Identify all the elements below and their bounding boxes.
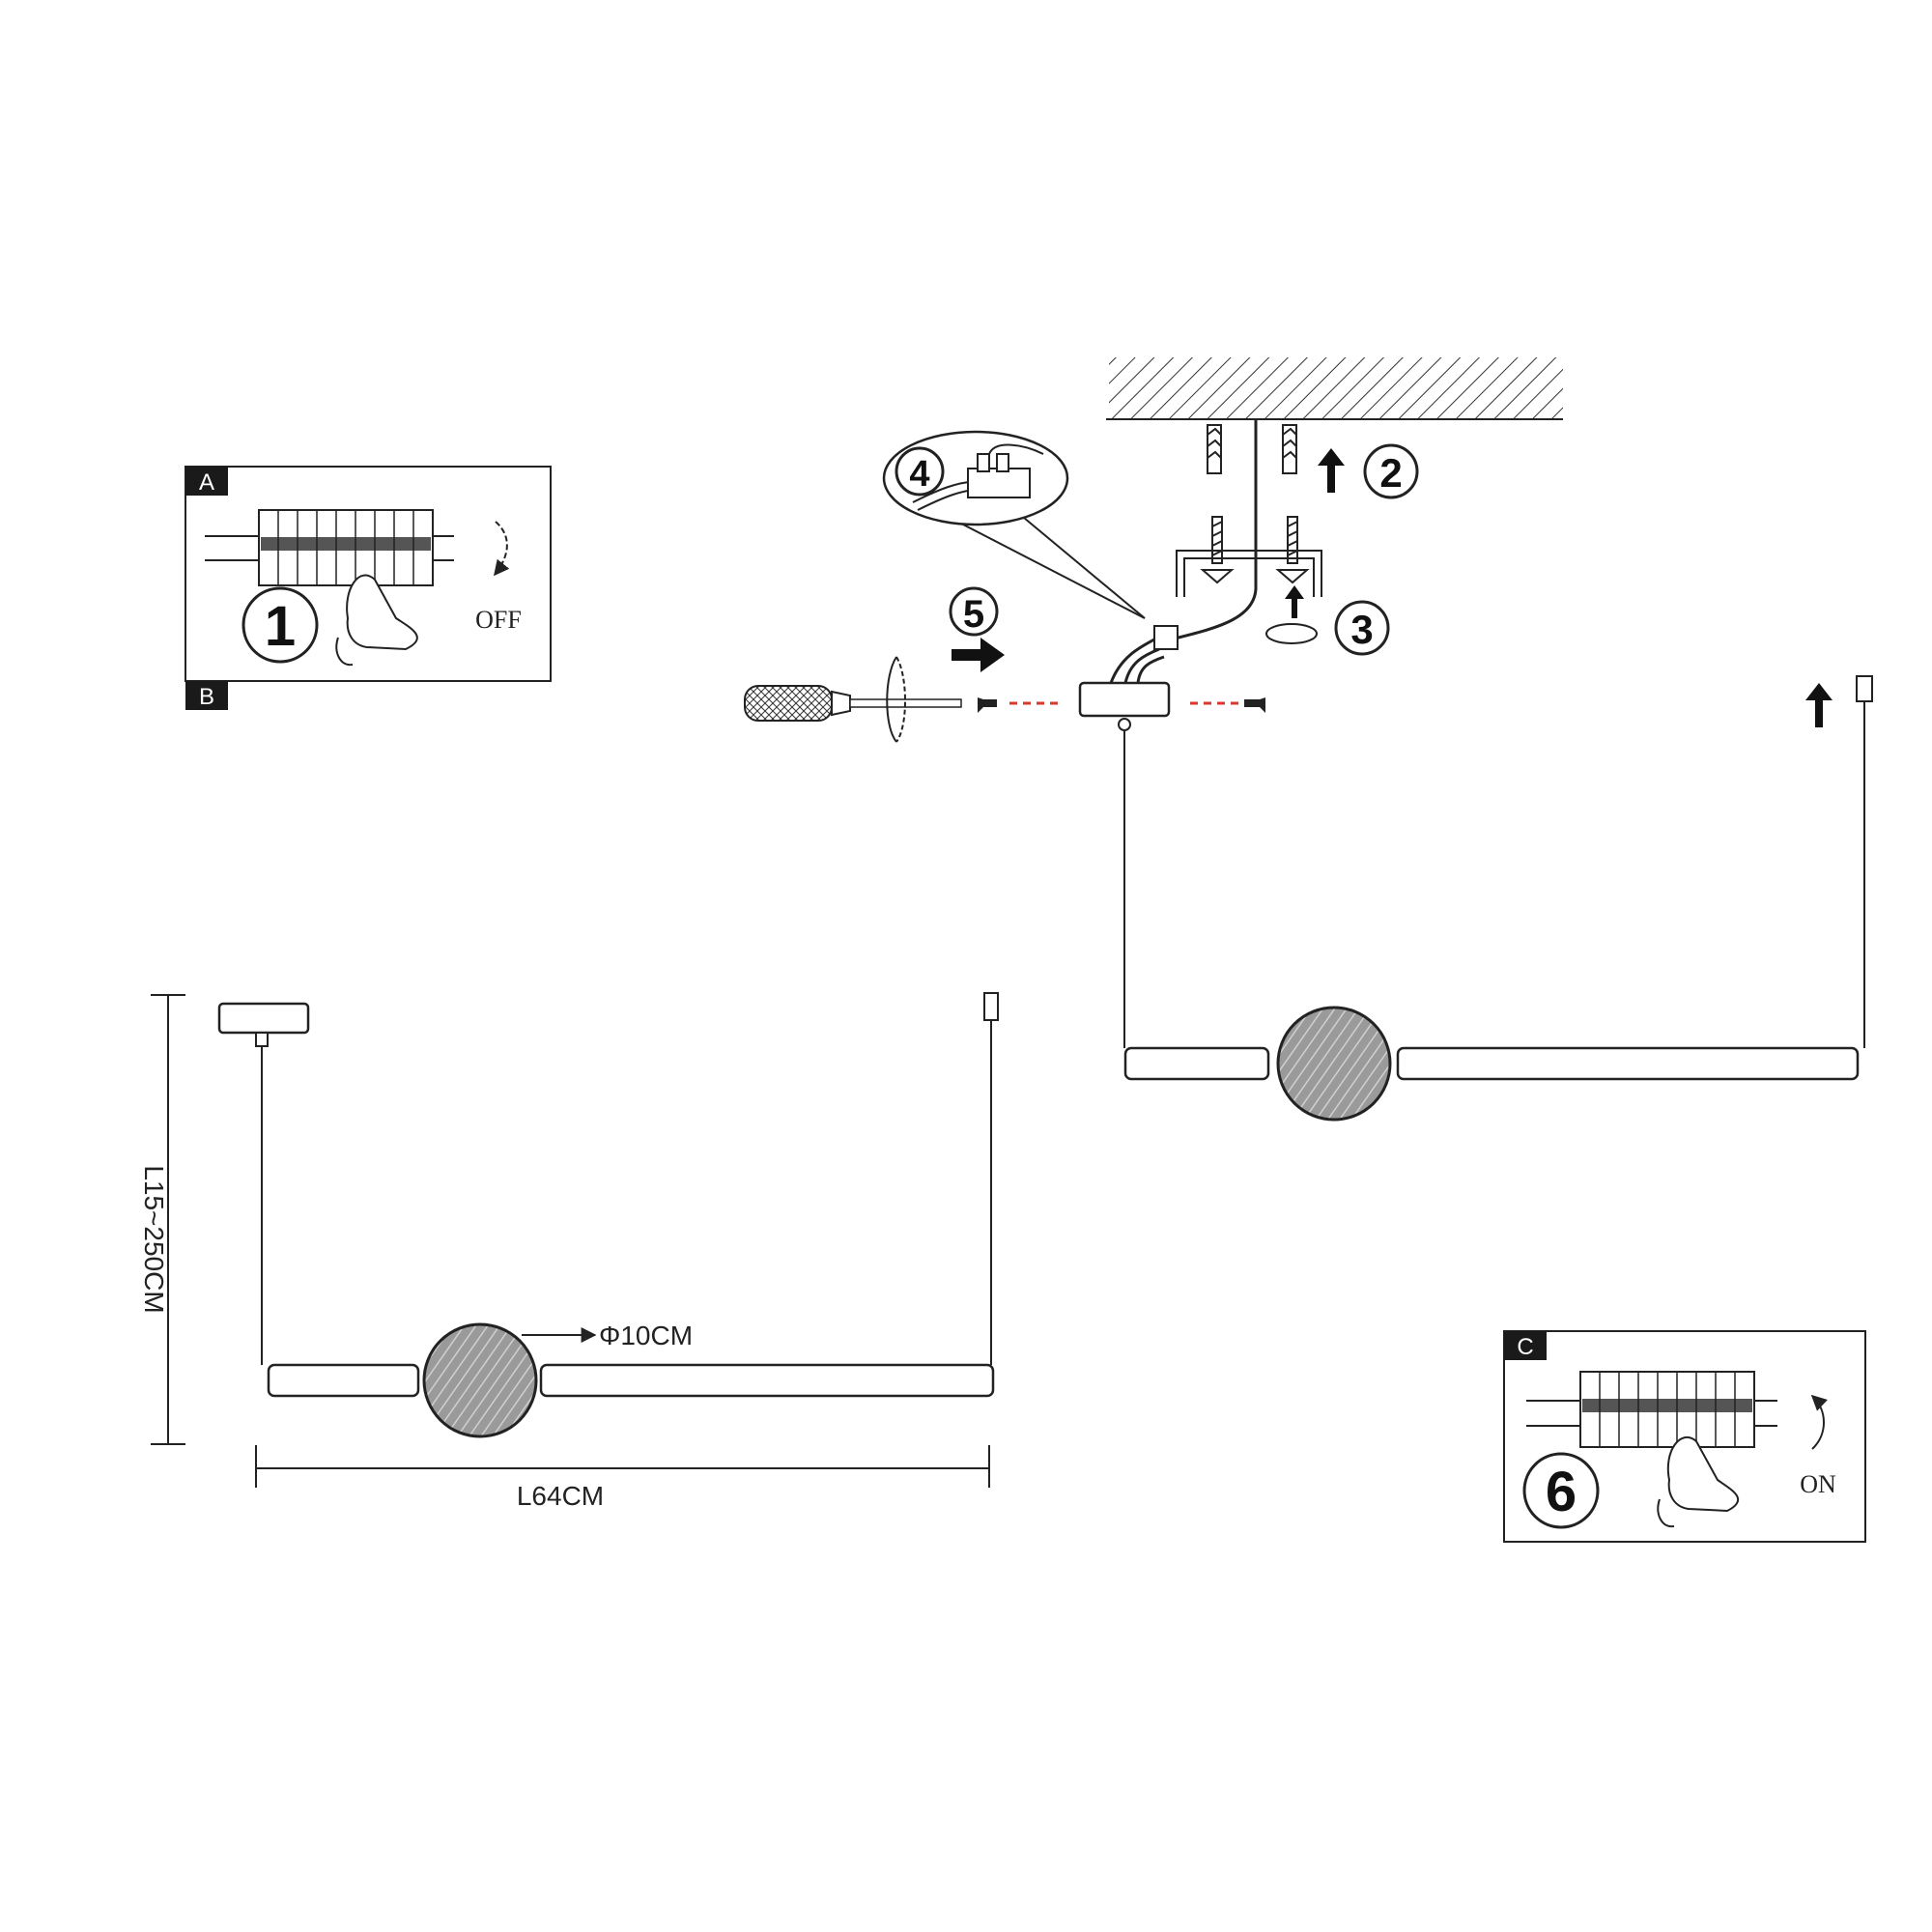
- light-tube-left: [1123, 1046, 1270, 1081]
- hand-press-icon: [1657, 1435, 1740, 1528]
- step-1-badge: [242, 586, 319, 664]
- step-5-number: 5: [963, 593, 984, 636]
- up-arrow-icon: [1805, 683, 1833, 727]
- dim-disc: [422, 1322, 538, 1438]
- switch-on-label: ON: [1800, 1470, 1836, 1498]
- mounting-screw-icon: [1200, 516, 1310, 584]
- rotate-up-arrow-icon: [1810, 1394, 1828, 1450]
- screw-left-icon: [978, 697, 997, 713]
- rotate-icon: [1265, 623, 1318, 644]
- step-2-badge: [1363, 443, 1419, 499]
- breaker-block-icon: [1526, 1371, 1777, 1448]
- panel-a-breaker-off: A 1 OFF B: [185, 466, 552, 710]
- ceiling-bracket-icon: [1176, 550, 1322, 597]
- dim-wire-gripper: [983, 992, 999, 1021]
- step-5-badge: [949, 586, 999, 637]
- wire-gripper-icon: [1856, 675, 1873, 702]
- dimension-drawing: Φ10CM L15~250CM L64CM: [139, 992, 999, 1511]
- height-label: L15~250CM: [139, 1165, 169, 1313]
- step-2-up-arrow-icon: [1318, 448, 1345, 493]
- panel-b-letter: B: [199, 684, 214, 710]
- panel-a-frame: [185, 466, 552, 682]
- screwdriver-icon: [744, 656, 962, 743]
- step-4-badge: [895, 446, 945, 497]
- step-6-number: 6: [1546, 1461, 1577, 1523]
- terminal-block-icon: [912, 443, 1044, 511]
- step-3-up-arrow-icon: [1285, 585, 1304, 618]
- dim-tube-left: [267, 1363, 420, 1398]
- power-cable: [1153, 419, 1258, 641]
- step-2-number: 2: [1379, 450, 1402, 496]
- switch-off-label: OFF: [475, 606, 522, 634]
- panel-a-tag: [185, 467, 228, 496]
- panel-c-tag: [1504, 1331, 1547, 1360]
- step-3-number: 3: [1350, 607, 1373, 652]
- canopy: [1078, 681, 1171, 718]
- panel-c-frame: [1503, 1330, 1866, 1543]
- breaker-block-icon: [205, 509, 454, 586]
- panel-c-letter: C: [1517, 1334, 1533, 1360]
- step-6-badge: [1522, 1452, 1600, 1529]
- decor-disc: [1276, 1006, 1392, 1122]
- panel-c-breaker-on: C 6 ON: [1503, 1330, 1866, 1543]
- light-tube-right: [1396, 1046, 1860, 1081]
- panel-a-letter: A: [199, 469, 214, 496]
- terminal-block-callout: 4: [882, 430, 1146, 619]
- step-5-right-arrow-icon: [952, 638, 1005, 672]
- screw-right-icon: [1244, 697, 1265, 713]
- ceiling-hatch: [1109, 357, 1563, 419]
- installed-fixture: [1123, 675, 1873, 1122]
- step-3-badge: [1334, 600, 1390, 656]
- step-4-number: 4: [909, 454, 929, 495]
- dim-canopy: [217, 1002, 310, 1035]
- wall-anchor-icon: [1207, 424, 1297, 474]
- ceiling-mounting-assembly: 2 3: [744, 357, 1563, 743]
- panel-b-tag: [185, 681, 228, 710]
- length-label: L64CM: [517, 1481, 604, 1511]
- diameter-label: Φ10CM: [599, 1321, 693, 1350]
- dim-canopy-hook: [255, 1032, 269, 1047]
- dim-tube-right: [539, 1363, 995, 1398]
- rotate-down-arrow-icon: [494, 521, 510, 577]
- wiring-connector-icon: [1109, 625, 1179, 684]
- hand-press-icon: [335, 574, 418, 667]
- step-1-number: 1: [265, 595, 296, 658]
- canopy-hook: [1118, 718, 1131, 731]
